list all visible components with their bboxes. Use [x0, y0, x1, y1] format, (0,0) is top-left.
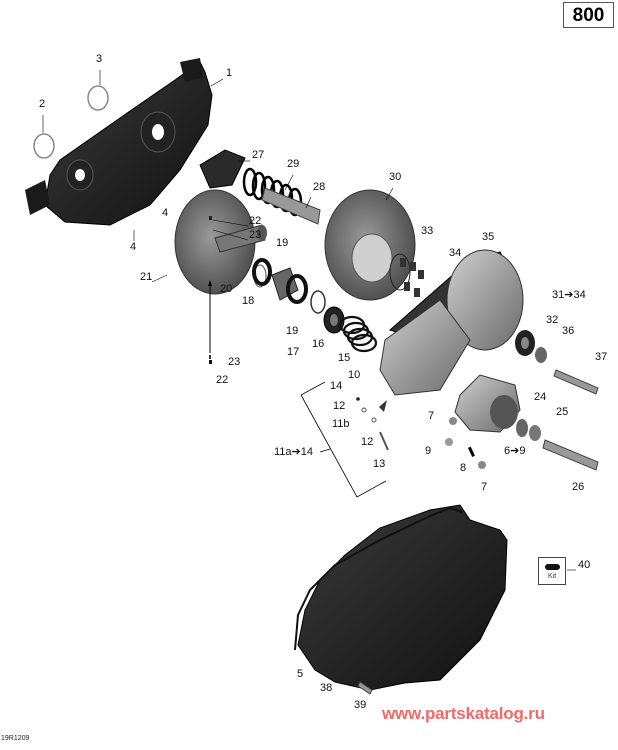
callout-c38: 38 — [320, 682, 333, 694]
callout-c19b: 19 — [286, 325, 299, 337]
callout-c37: 37 — [595, 351, 608, 363]
callout-c27: 27 — [252, 149, 265, 161]
fixed-sheave-part-21 — [174, 189, 267, 295]
callout-c1: 1 — [226, 67, 233, 79]
callout-c32: 32 — [546, 314, 559, 326]
callout-c22b: 22 — [216, 374, 229, 386]
callout-c15: 15 — [338, 352, 351, 364]
callout-c22a: 22 — [249, 215, 262, 227]
callout-c25: 25 — [556, 406, 569, 418]
callout-c4a: 4 — [162, 207, 169, 219]
movable-sheave-part-30 — [324, 189, 416, 301]
callout-c29: 29 — [287, 158, 300, 170]
callout-c20: 20 — [220, 283, 233, 295]
callout-c21: 21 — [140, 271, 153, 283]
callout-c11b: 11b — [332, 418, 350, 430]
callout-c23b: 23 — [228, 356, 241, 368]
callout-c34a: 34 — [449, 247, 462, 259]
callout-c28: 28 — [313, 181, 326, 193]
callout-c23a: 23 — [249, 229, 262, 241]
watermark: www.partskatalog.ru — [382, 704, 545, 723]
callout-c18: 18 — [242, 295, 255, 307]
callout-c17: 17 — [287, 346, 300, 358]
callout-c31_34: 31➔34 — [552, 289, 586, 301]
inner-cover-part-1 — [25, 58, 213, 226]
kit-box-text: Kit — [548, 573, 557, 580]
callout-c7a: 7 — [428, 410, 435, 422]
callout-c30: 30 — [389, 171, 402, 183]
callout-c36: 36 — [562, 325, 575, 337]
callout-c2: 2 — [39, 98, 46, 110]
callout-c11a_14: 11a➔14 — [274, 446, 313, 458]
callout-c24: 24 — [534, 391, 547, 403]
callout-c14a: 14 — [330, 380, 343, 392]
sealant-tube-icon — [545, 564, 560, 570]
callout-c16: 16 — [312, 338, 325, 350]
belt-part-35 — [379, 249, 524, 396]
callout-c6_9: 6➔9 — [504, 445, 526, 457]
outer-cover-part-5 — [294, 504, 508, 691]
callout-c19a: 19 — [276, 237, 289, 249]
model-badge: 800 — [563, 2, 614, 28]
callout-c3: 3 — [96, 53, 103, 65]
callout-c9: 9 — [425, 445, 432, 457]
group-bracket — [300, 381, 387, 498]
callout-c26: 26 — [572, 481, 585, 493]
callout-c7b: 7 — [481, 481, 488, 493]
callout-c12b: 12 — [361, 436, 374, 448]
callout-c12a: 12 — [333, 400, 346, 412]
callout-c40: 40 — [578, 559, 591, 571]
callout-c13: 13 — [373, 458, 386, 470]
callout-c39: 39 — [354, 699, 367, 711]
callout-c5: 5 — [297, 668, 304, 680]
callout-c35: 35 — [482, 231, 495, 243]
callout-c4b: 4 — [130, 241, 137, 253]
callout-c10: 10 — [348, 369, 361, 381]
callout-c8: 8 — [460, 462, 467, 474]
reference-code: 19R1209 — [1, 735, 30, 742]
kit-box-icon: Kit — [538, 557, 566, 585]
callout-c33: 33 — [421, 225, 434, 237]
